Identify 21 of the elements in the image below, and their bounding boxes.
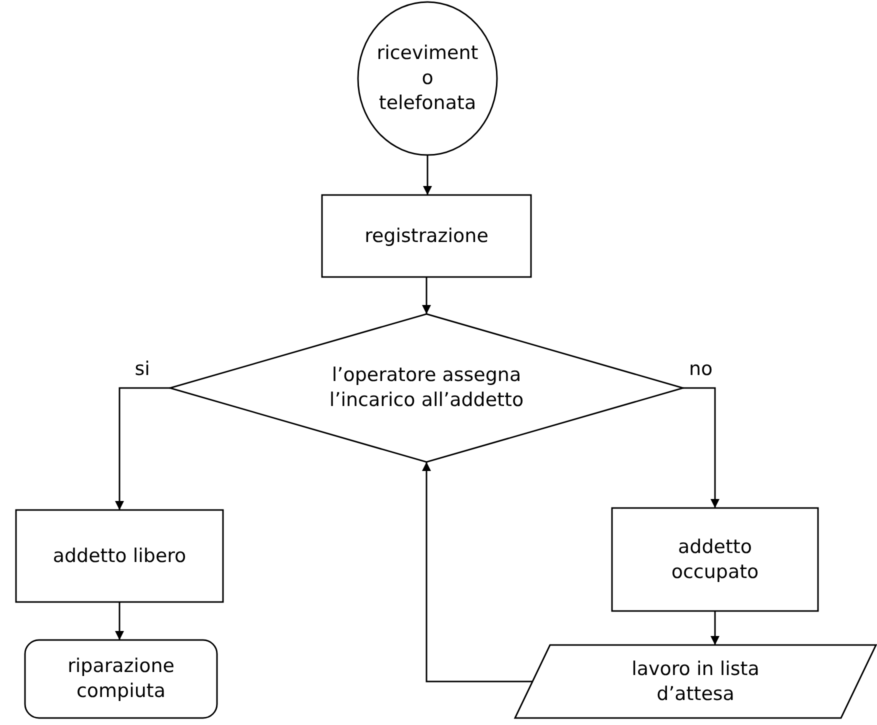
node-label: lavoro in lista d’attesa [630, 656, 760, 706]
arrow [115, 387, 170, 510]
data-parallelogram [515, 645, 876, 718]
start-ellipse [358, 2, 497, 155]
arrow [710, 611, 720, 645]
process-box [612, 508, 818, 611]
node-label: addetto libero [52, 544, 188, 568]
node-label: riparazione compiuta [66, 654, 176, 704]
arrow [422, 462, 532, 682]
arrow [423, 155, 432, 195]
end-box [25, 640, 217, 718]
arrow [683, 387, 720, 508]
node-label: addetto occupato [670, 534, 760, 584]
node-label: registrazione [364, 224, 490, 248]
node-label: l’operatore assegna l’incarico all’addetto [328, 363, 525, 413]
process-box [322, 195, 531, 277]
process-box [16, 510, 223, 602]
arrow [422, 277, 431, 314]
arrow [115, 602, 124, 640]
node-label: ricevimento telefonata [376, 41, 480, 116]
decision-diamond [170, 314, 683, 462]
